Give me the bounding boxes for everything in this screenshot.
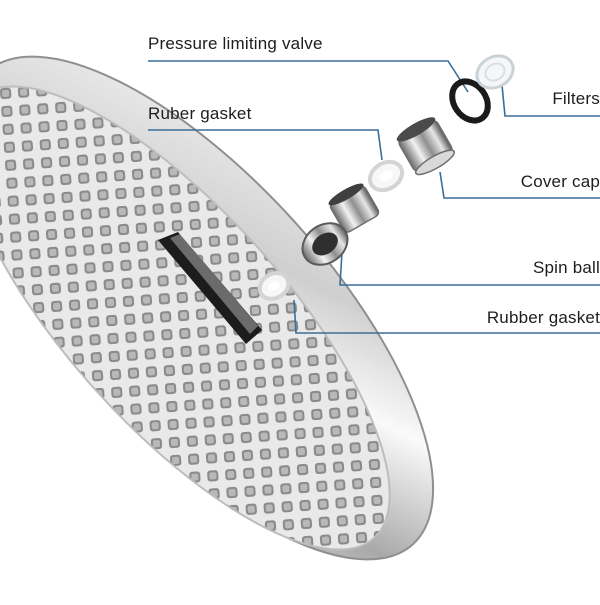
spin-ball — [301, 183, 380, 266]
label-pressure-limiting-valve: Pressure limiting valve — [148, 34, 323, 53]
shower-head-connector-highlight — [170, 234, 258, 334]
shower-head — [0, 55, 435, 561]
label-ruber-gasket: Ruber gasket — [148, 104, 252, 123]
leader-lines — [148, 60, 600, 334]
label-spin-ball: Spin ball — [532, 258, 600, 277]
pressure-valve-ring — [449, 78, 491, 124]
leader-pressure-valve — [148, 60, 469, 93]
shower-head-face — [0, 85, 391, 551]
ruber-gasket-ring — [367, 159, 405, 193]
label-filters: Filters — [552, 89, 600, 108]
label-cover-cap: Cover cap — [520, 172, 600, 191]
filter-disc — [475, 54, 515, 90]
leader-cover-cap — [439, 171, 600, 199]
leader-rubber-gasket — [293, 299, 600, 334]
shower-head-connector — [158, 232, 262, 344]
leader-filters — [501, 84, 600, 117]
leader-spin-ball — [339, 251, 600, 286]
label-rubber-gasket: Rubber gasket — [486, 308, 600, 327]
rubber-gasket-ring — [257, 271, 291, 301]
cover-cap — [396, 117, 456, 176]
leader-ruber-gasket — [148, 129, 383, 161]
